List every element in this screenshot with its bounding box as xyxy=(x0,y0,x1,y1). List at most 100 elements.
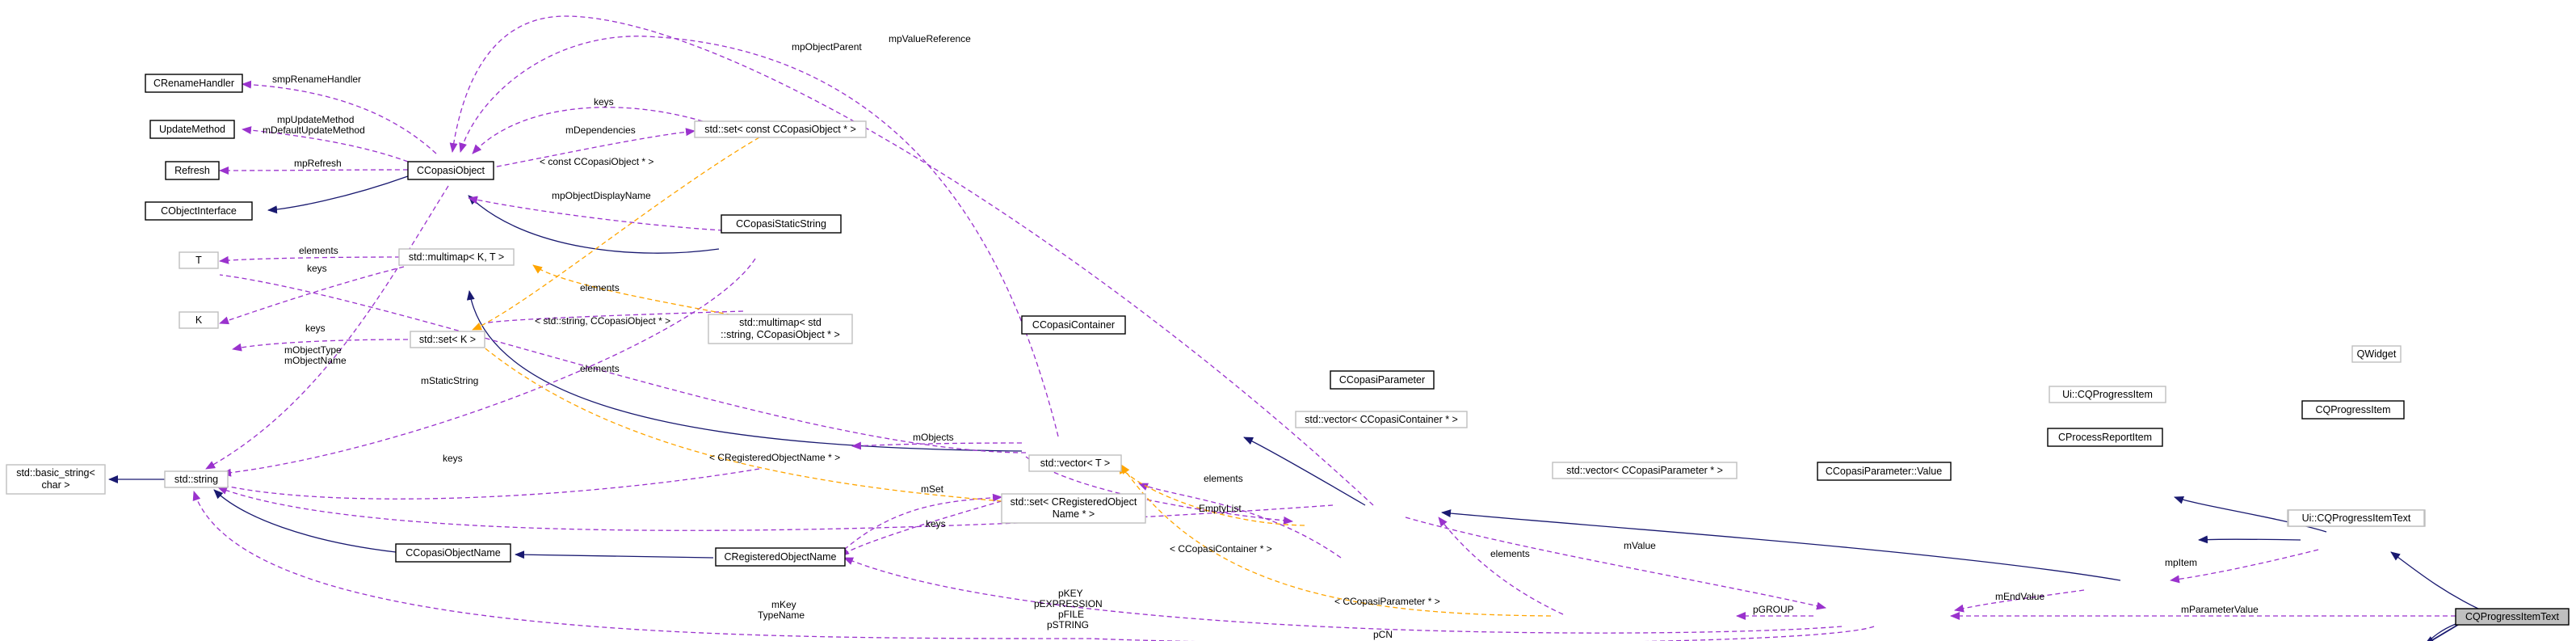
node-set-cregisteredobjectname[interactable]: std::set< CRegisteredObject Name * > xyxy=(1001,493,1146,524)
edge-inherit-ccopasiobject-cobjectinterface xyxy=(267,175,409,214)
node-ccopasiparameter[interactable]: CCopasiParameter xyxy=(1330,370,1435,390)
node-ccopasicontainer[interactable]: CCopasiContainer xyxy=(1021,315,1126,335)
svg-text:T: T xyxy=(195,255,202,266)
edge-inherit-cregisteredobjectname-ccopasiobjectname xyxy=(515,550,714,559)
label-mpvaluereference: mpValueReference xyxy=(889,33,971,44)
node-vector-t[interactable]: std::vector< T > xyxy=(1028,454,1122,472)
node-set-const-ccopasiobject[interactable]: std::set< const CCopasiObject * > xyxy=(694,120,867,138)
edge-usage-pcn xyxy=(843,557,1843,634)
label-elements-veccont: elements xyxy=(1204,473,1243,484)
edge-usage-mkey-typename xyxy=(217,487,1334,531)
svg-text:std::vector< T >: std::vector< T > xyxy=(1040,458,1110,469)
edge-usage-mpvaluereference xyxy=(449,15,1374,506)
edge-usage-elements-extra xyxy=(219,274,1027,453)
label-pkey: pKEY xyxy=(1058,588,1083,599)
edge-inherit-ccopasiparameter-ccopasicontainer xyxy=(1243,436,1366,506)
edge-usage-mvalue xyxy=(1405,517,1826,610)
label-mset: mSet xyxy=(921,483,944,495)
edge-usage-elements-mm xyxy=(484,310,744,324)
label-smprenamehandler: smpRenameHandler xyxy=(272,74,361,85)
label-pfile: pFILE xyxy=(1058,609,1084,620)
edge-usage-mprefresh xyxy=(219,166,409,175)
label-pexpression: pEXPRESSION xyxy=(1034,598,1103,609)
edge-inherit-processreportitem-ccopasiparameter xyxy=(1441,509,2121,581)
svg-text:CCopasiObject: CCopasiObject xyxy=(417,165,485,176)
edge-usage-mstaticstring xyxy=(221,258,756,477)
svg-text:CRegisteredObjectName: CRegisteredObjectName xyxy=(725,551,837,563)
label-elements-mm: elements xyxy=(580,282,620,293)
node-cqprogressitemtext[interactable]: CQProgressItemText xyxy=(2455,608,2570,626)
node-std-basic-string[interactable]: std::basic_string< char > xyxy=(6,464,106,495)
label-keys-top: keys xyxy=(594,96,614,108)
label-elements-vecparam: elements xyxy=(1490,548,1530,559)
label-vect-ccopasiparameter: < CCopasiParameter * > xyxy=(1334,596,1440,607)
label-mvalue: mValue xyxy=(1624,540,1656,551)
svg-text:std::basic_string<: std::basic_string< xyxy=(16,467,95,479)
label-tpl-cregistered: < CRegisteredObjectName * > xyxy=(709,452,840,463)
svg-text:std::set< CRegisteredObject: std::set< CRegisteredObject xyxy=(1011,496,1137,508)
node-cobjectinterface[interactable]: CObjectInterface xyxy=(145,201,253,221)
label-elements-t: elements xyxy=(299,245,338,256)
node-cqprogressitem[interactable]: CQProgressItem xyxy=(2301,400,2405,420)
svg-text:CCopasiParameter: CCopasiParameter xyxy=(1339,374,1425,386)
edge-usage-smprenamehandler xyxy=(242,80,437,154)
edges xyxy=(108,15,2481,641)
svg-text:CRenameHandler: CRenameHandler xyxy=(153,78,234,89)
node-crenamehandler[interactable]: CRenameHandler xyxy=(145,74,243,93)
edge-usage-mpitem xyxy=(2170,549,2319,584)
node-std-string[interactable]: std::string xyxy=(164,470,229,488)
node-multimap-stdstring[interactable]: std::multimap< std ::string, CCopasiObje… xyxy=(708,314,853,344)
node-ccopasiobject[interactable]: CCopasiObject xyxy=(407,161,494,180)
svg-text:std::multimap< std: std::multimap< std xyxy=(739,317,822,328)
node-vector-ccopasiparameter[interactable]: std::vector< CCopasiParameter * > xyxy=(1552,462,1738,479)
node-ccopasiobjectname[interactable]: CCopasiObjectName xyxy=(395,543,511,563)
label-mpitem: mpItem xyxy=(2165,557,2197,568)
edge-inherit-cqprogressitem-uiprogressitem xyxy=(2198,535,2301,544)
edge-template-cregistered xyxy=(472,337,1002,502)
label-mdependencies: mDependencies xyxy=(565,124,636,136)
edge-inherit-cqprogressitemtext-cqprogressitem xyxy=(2390,551,2481,610)
edge-usage-mpobjectdisplayname xyxy=(468,196,724,231)
edge-usage-mendvalue xyxy=(1954,589,2085,613)
label-emptylist: EmptyList xyxy=(1199,503,1242,514)
svg-text:CProcessReportItem: CProcessReportItem xyxy=(2058,432,2152,443)
node-qwidget[interactable]: QWidget xyxy=(2351,345,2402,363)
node-multimap-kt[interactable]: std::multimap< K, T > xyxy=(398,248,515,266)
node-cregisteredobjectname[interactable]: CRegisteredObjectName xyxy=(715,547,846,567)
svg-text:char >: char > xyxy=(41,479,69,491)
svg-text:::string, CCopasiObject * >: ::string, CCopasiObject * > xyxy=(721,329,840,340)
svg-text:std::set< K >: std::set< K > xyxy=(419,334,476,345)
svg-text:K: K xyxy=(195,314,203,326)
node-cprocessreportitem[interactable]: CProcessReportItem xyxy=(2047,428,2163,447)
label-keys-k: keys xyxy=(307,263,327,274)
label-keys-string: keys xyxy=(443,453,463,464)
edge-usage-mobjects xyxy=(851,441,1023,450)
svg-text:std::vector< CCopasiContainer: std::vector< CCopasiContainer * > xyxy=(1305,414,1458,425)
label-mpobjectparent: mpObjectParent xyxy=(792,41,862,53)
label-mdefaultupdatemethod: mDefaultUpdateMethod xyxy=(263,124,365,136)
svg-text:CCopasiParameter::Value: CCopasiParameter::Value xyxy=(1826,466,1942,477)
svg-text:CCopasiObjectName: CCopasiObjectName xyxy=(406,547,500,559)
nodes: CQProgressItemText xyxy=(2287,509,2570,626)
label-keys-setk: keys xyxy=(305,323,326,334)
edge-usage-keys-string xyxy=(217,468,760,500)
label-vect-ccopasicontainer: < CCopasiContainer * > xyxy=(1170,543,1272,555)
node-t[interactable]: T xyxy=(179,251,219,269)
node-refresh[interactable]: Refresh xyxy=(165,161,220,180)
svg-text:CQProgressItem: CQProgressItem xyxy=(2315,404,2390,415)
edge-usage-elements-vecparam xyxy=(1438,517,1564,615)
node-ccopasistaticstring[interactable]: CCopasiStaticString xyxy=(721,214,842,234)
label-mparametervalue: mParameterValue xyxy=(2181,604,2259,615)
svg-text:Ui::CQProgressItemText: Ui::CQProgressItemText xyxy=(2302,512,2411,524)
node-ui-cqprogressitem[interactable]: Ui::CQProgressItem xyxy=(2049,386,2166,403)
node-k[interactable]: K xyxy=(179,311,219,329)
edge-usage-keys-setk xyxy=(232,339,409,352)
node-ui-cqprogressitemtext-rendered-class[interactable]: Ui::CQProgressItemText xyxy=(2288,509,2425,527)
node-set-k[interactable]: std::set< K > xyxy=(410,331,485,348)
svg-text:UpdateMethod: UpdateMethod xyxy=(159,124,225,135)
node-updatemethod[interactable]: UpdateMethod xyxy=(149,120,235,139)
node-vector-ccopasicontainer[interactable]: std::vector< CCopasiContainer * > xyxy=(1295,411,1468,428)
svg-text:std::set< const CCopasiObject: std::set< const CCopasiObject * > xyxy=(704,124,856,135)
node-ccopasiparameter-value[interactable]: CCopasiParameter::Value xyxy=(1817,462,1952,481)
edge-inherit-uitext xyxy=(2424,623,2460,641)
